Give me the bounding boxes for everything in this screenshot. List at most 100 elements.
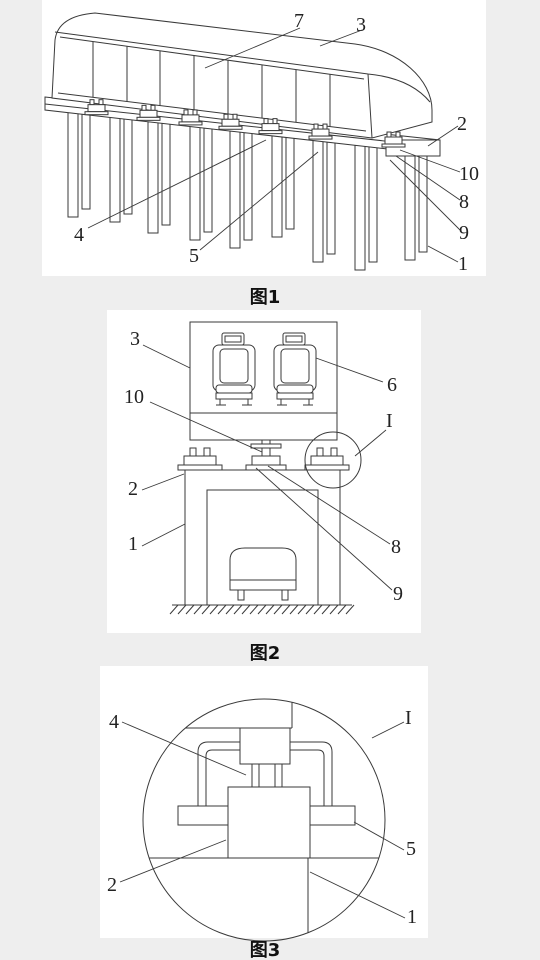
fig1-bogie-post <box>183 109 189 116</box>
fig1-bogie-post <box>313 123 319 130</box>
fig3-plate-left <box>177 805 229 826</box>
fig1-bogie-plate <box>136 116 161 121</box>
fig1-bogie-post <box>386 131 392 138</box>
fig1-callout: 2 <box>457 113 467 135</box>
fig1-column-rear <box>203 127 213 233</box>
fig2-callout: 9 <box>393 583 403 605</box>
fig1-callout: 1 <box>458 253 468 275</box>
fig1-bogie <box>258 118 283 135</box>
fig1-bogie-post <box>89 99 95 106</box>
fig2-leader-9 <box>255 467 393 591</box>
fig2-hatch-line <box>329 604 339 615</box>
fig1-bogie <box>136 104 161 121</box>
fig2-hatch-line <box>217 604 227 615</box>
fig2-portal-pier <box>180 469 346 606</box>
fig2-callout: I <box>386 410 393 432</box>
fig1-callout: 10 <box>459 163 479 185</box>
fig2-hatch-line <box>193 604 203 615</box>
fig1-bogie-frame <box>181 114 200 123</box>
fig1-bogie-post <box>395 131 401 138</box>
figure-1: 7 3 2 10 8 9 1 4 5 图1 <box>42 0 486 308</box>
fig1-column-front <box>404 150 416 261</box>
fig2-vehicle-wheel <box>237 589 245 601</box>
fig2-leader-8 <box>267 465 391 545</box>
fig2-hatch-line <box>281 604 291 615</box>
fig1-column-front <box>147 121 159 234</box>
fig1-bogie-frame <box>384 136 403 145</box>
fig3-upper-connector <box>239 727 291 765</box>
fig2-hatch-line <box>297 604 307 615</box>
fig1-bogie-frame <box>221 118 240 127</box>
fig1-column-front <box>67 112 79 218</box>
fig1-beam-edge <box>44 103 441 148</box>
fig1-bogie-plate <box>308 135 333 140</box>
fig3-detail-circle <box>142 698 386 942</box>
fig2-hatch-line <box>289 604 299 615</box>
fig1-leader-10 <box>399 149 461 173</box>
fig2-callout: 6 <box>387 374 397 396</box>
fig2-callout: 1 <box>128 533 138 555</box>
fig1-column-rear <box>161 122 171 226</box>
fig2-leader-10 <box>149 401 263 453</box>
fig1-column-front <box>312 140 324 263</box>
figure-3-caption: 图3 <box>250 940 281 960</box>
fig2-car-body <box>189 321 338 441</box>
fig2-hatch-line <box>241 604 251 615</box>
fig3-detail-contents <box>143 699 385 941</box>
fig1-bogies <box>84 99 406 148</box>
fig1-bogie-post <box>223 113 229 120</box>
fig2-leader-2 <box>141 473 185 491</box>
fig2-hatch-line <box>201 604 211 615</box>
fig2-hatch-line <box>265 604 275 615</box>
fig1-callout: 8 <box>459 191 469 213</box>
fig1-column-front <box>229 130 241 249</box>
fig1-column-rear <box>81 113 91 210</box>
fig3-callout: 2 <box>107 874 117 896</box>
fig3-leader-2 <box>119 839 227 883</box>
fig2-hatch-line <box>321 604 331 615</box>
fig1-column-rear <box>368 146 378 263</box>
fig1-nose-edge <box>367 73 373 139</box>
fig1-train-body <box>51 12 433 139</box>
fig1-column-rear <box>326 141 336 255</box>
fig1-bogie-frame <box>311 128 330 137</box>
fig3-leader-lines <box>119 721 406 919</box>
fig1-callout: 7 <box>294 10 304 32</box>
fig1-callouts: 7 3 2 10 8 9 1 4 5 <box>74 10 479 275</box>
fig1-column-rear <box>285 136 295 230</box>
fig1-column-front <box>109 116 121 223</box>
fig3-main-block <box>227 786 311 859</box>
fig3-plate-right <box>309 805 356 826</box>
fig1-bogie-plate <box>84 111 109 116</box>
fig1-bogie-frame <box>139 109 158 118</box>
fig1-window-top <box>59 36 365 80</box>
fig1-leader-2 <box>427 125 459 147</box>
fig3-leader-5 <box>353 821 405 851</box>
fig1-bogie <box>381 131 406 148</box>
fig2-leader-I <box>354 429 387 457</box>
fig2-hatch-line <box>185 604 195 615</box>
fig1-bogie-post <box>232 113 238 120</box>
fig2-vehicle-body <box>229 547 297 591</box>
fig2-vehicle-wheel <box>281 589 289 601</box>
fig1-leader-7 <box>204 27 301 69</box>
fig1-leader-4 <box>87 139 267 229</box>
fig2-leader-6 <box>315 357 384 383</box>
fig1-bogie-frame <box>261 123 280 132</box>
fig2-ground-vehicle <box>229 547 297 601</box>
fig2-hatch-line <box>273 604 283 615</box>
fig2-hatch-line <box>305 604 315 615</box>
fig2-hatch-line <box>337 604 347 615</box>
fig1-bogie-post <box>322 123 328 130</box>
fig1-callout: 3 <box>356 14 366 36</box>
fig3-leader-4 <box>121 721 247 776</box>
fig2-callouts: 3 6 10 I 2 1 8 9 <box>124 328 403 605</box>
fig1-column-front <box>354 144 366 271</box>
fig1-bogie-plate <box>178 121 203 126</box>
fig2-hatch-line <box>313 604 323 615</box>
fig1-leader-8 <box>395 155 461 201</box>
fig1-bogie <box>308 123 333 140</box>
fig1-callout: 5 <box>189 245 199 267</box>
fig2-hatch-line <box>209 604 219 615</box>
